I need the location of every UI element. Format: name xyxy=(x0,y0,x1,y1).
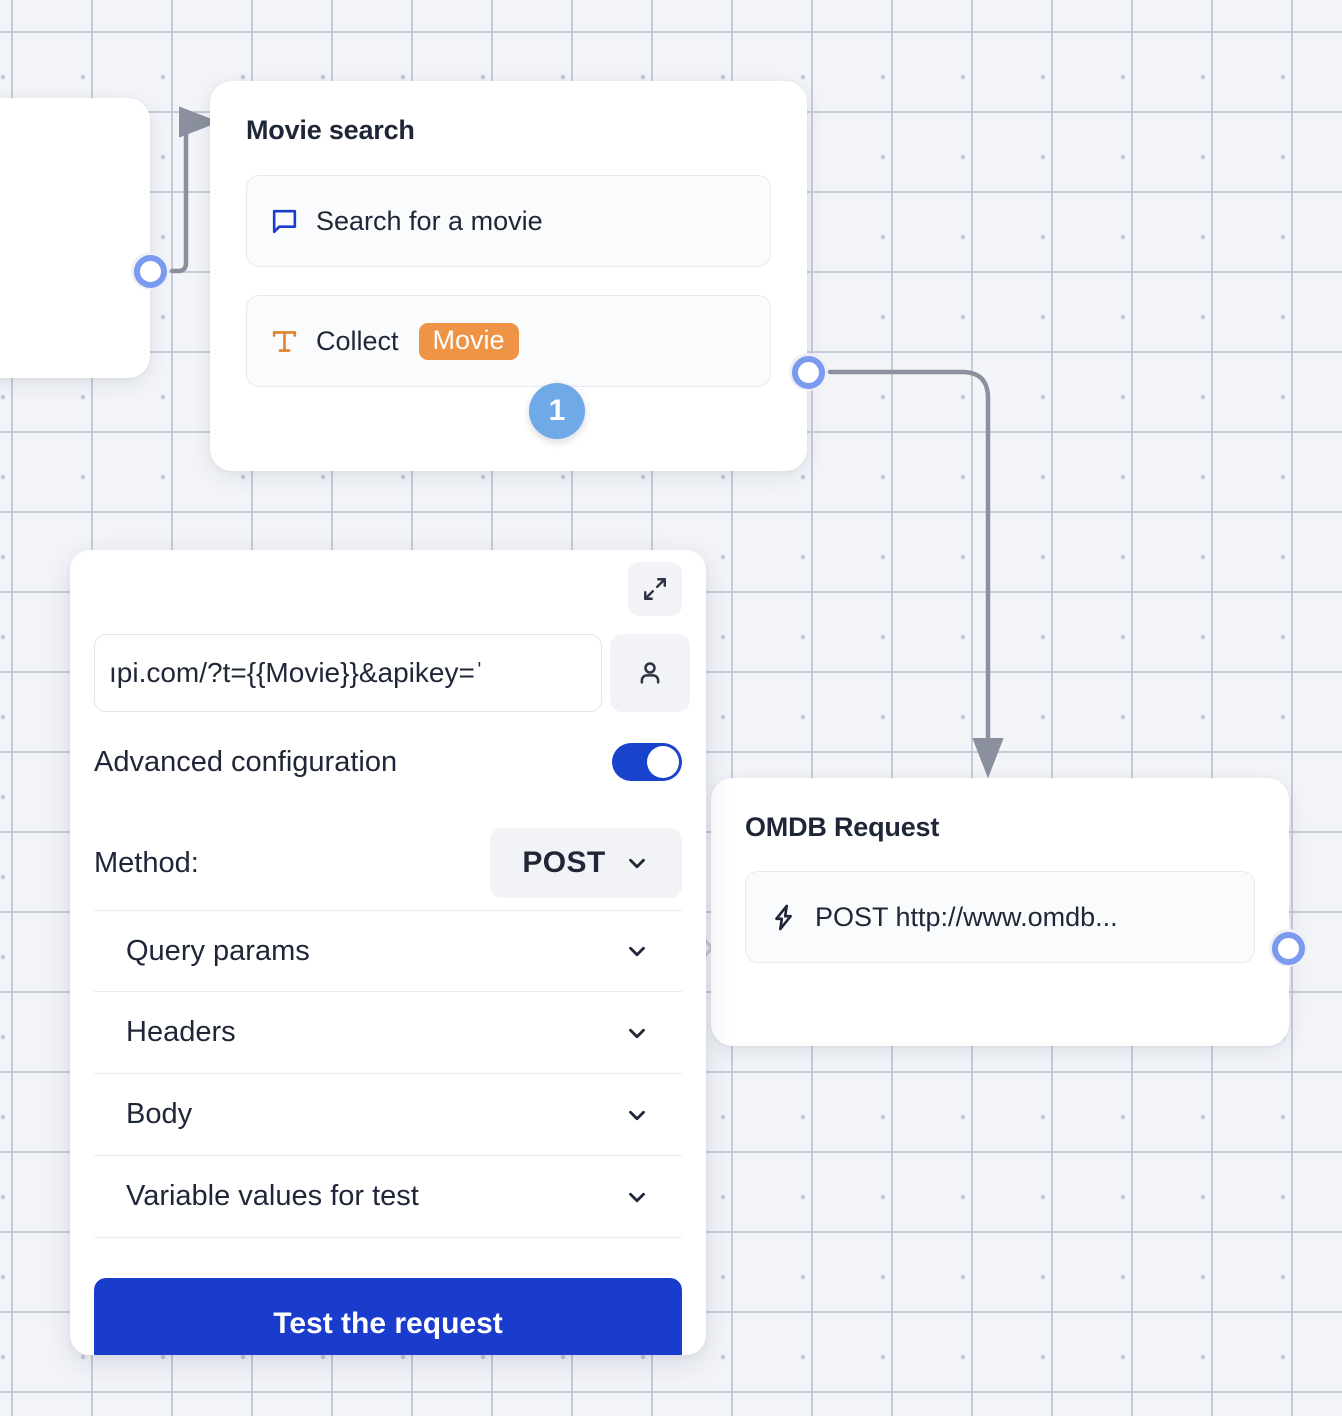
accordion-item-query-params[interactable]: Query params xyxy=(94,910,682,992)
port-output-omdb-request[interactable] xyxy=(1269,929,1307,967)
toggle-knob xyxy=(647,746,679,778)
variable-tag-movie[interactable]: Movie xyxy=(418,322,519,360)
test-the-request-button[interactable]: Test the request xyxy=(94,1278,682,1355)
request-url-input[interactable] xyxy=(94,634,602,712)
step-badge-1: 1 xyxy=(529,383,585,439)
method-select[interactable]: POST xyxy=(490,828,682,898)
accordion-item-variable-values-for-test[interactable]: Variable values for test xyxy=(94,1156,682,1238)
method-value: POST xyxy=(522,846,606,879)
chevron-down-icon xyxy=(629,946,645,957)
accordion-item-body[interactable]: Body xyxy=(94,1074,682,1156)
accordion-label: Headers xyxy=(126,1016,236,1048)
advanced-configuration-toggle[interactable] xyxy=(612,743,682,781)
node-row-post-request[interactable]: POST http://www.omdb... xyxy=(745,871,1255,963)
credentials-button[interactable] xyxy=(610,634,690,712)
user-icon xyxy=(640,662,660,684)
node-row-label: Search for a movie xyxy=(316,205,543,236)
port-output-partial-node[interactable] xyxy=(131,252,169,290)
node-card-omdb-request[interactable]: OMDB Request POST http://www.omdb... xyxy=(711,778,1289,1046)
accordion-label: Variable values for test xyxy=(126,1180,419,1212)
chevron-down-icon xyxy=(629,1110,645,1120)
method-row: Method: POST xyxy=(94,828,682,898)
node-title-movie-search: Movie search xyxy=(246,115,415,145)
url-field-row xyxy=(94,634,690,712)
node-title-omdb-request: OMDB Request xyxy=(745,812,940,842)
accordion-item-headers[interactable]: Headers xyxy=(94,992,682,1074)
text-T-icon xyxy=(269,326,300,357)
lightning-bolt-icon xyxy=(768,902,799,933)
chevron-down-icon xyxy=(628,858,645,869)
expand-panel-button[interactable] xyxy=(628,562,682,616)
chevron-down-icon xyxy=(629,1192,645,1202)
node-row-search-for-a-movie[interactable]: Search for a movie xyxy=(246,175,771,267)
method-label: Method: xyxy=(94,846,199,879)
request-config-panel: Advanced configuration Method: POST Quer… xyxy=(70,550,706,1355)
request-sections-accordion: Query params Headers Body Variable value… xyxy=(94,910,682,1238)
node-row-label: POST http://www.omdb... xyxy=(815,901,1118,932)
node-card-movie-search[interactable]: Movie search Search for a movie Collect xyxy=(210,81,807,471)
node-row-collect-movie[interactable]: Collect Movie xyxy=(246,295,771,387)
node-card-partial[interactable] xyxy=(0,98,150,378)
advanced-configuration-row: Advanced configuration xyxy=(94,743,682,781)
node-row-label: Collect xyxy=(316,325,399,356)
accordion-label: Body xyxy=(126,1098,193,1130)
expand-diagonal-icon xyxy=(644,578,666,600)
port-output-movie-search[interactable] xyxy=(789,353,827,391)
speech-bubble-icon xyxy=(269,206,300,237)
chevron-down-icon xyxy=(629,1028,645,1038)
accordion-label: Query params xyxy=(126,934,310,967)
advanced-configuration-label: Advanced configuration xyxy=(94,745,398,778)
